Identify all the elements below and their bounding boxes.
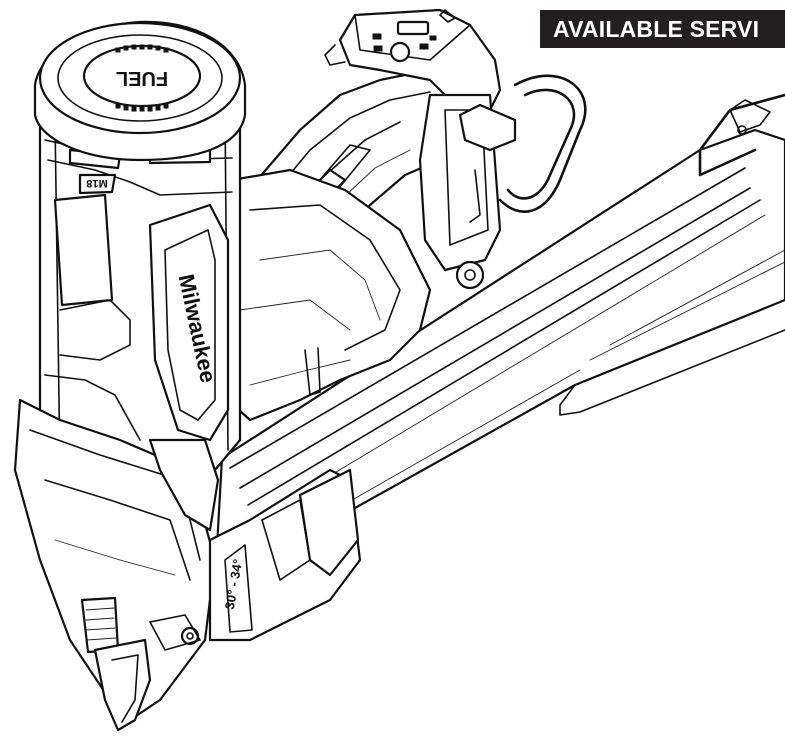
nose-assembly <box>13 398 220 732</box>
mode-button <box>389 41 411 63</box>
magazine-base: 30° - 34° <box>208 468 362 642</box>
nose-tip <box>93 638 152 732</box>
magazine-rail <box>213 93 785 584</box>
hook-knob <box>458 103 517 152</box>
m18-badge-label: M18 <box>86 177 107 189</box>
side-panel <box>53 193 114 307</box>
availability-banner: AVAILABLE SERVI <box>540 10 785 48</box>
mount-screw <box>455 260 485 290</box>
banner-text: AVAILABLE SERVI <box>553 16 760 42</box>
battery-mount <box>418 74 587 290</box>
brand-panel <box>148 203 230 442</box>
rear-control-unit <box>324 8 502 112</box>
display-window <box>396 20 430 36</box>
front-cylinder: M18 Milwaukee <box>38 78 242 497</box>
fuel-logo: FUEL <box>116 67 168 89</box>
depth-adjust-wheel <box>80 596 120 654</box>
m18-badge <box>78 173 117 195</box>
motor-body <box>226 168 432 422</box>
top-cap: FUEL <box>33 20 247 162</box>
